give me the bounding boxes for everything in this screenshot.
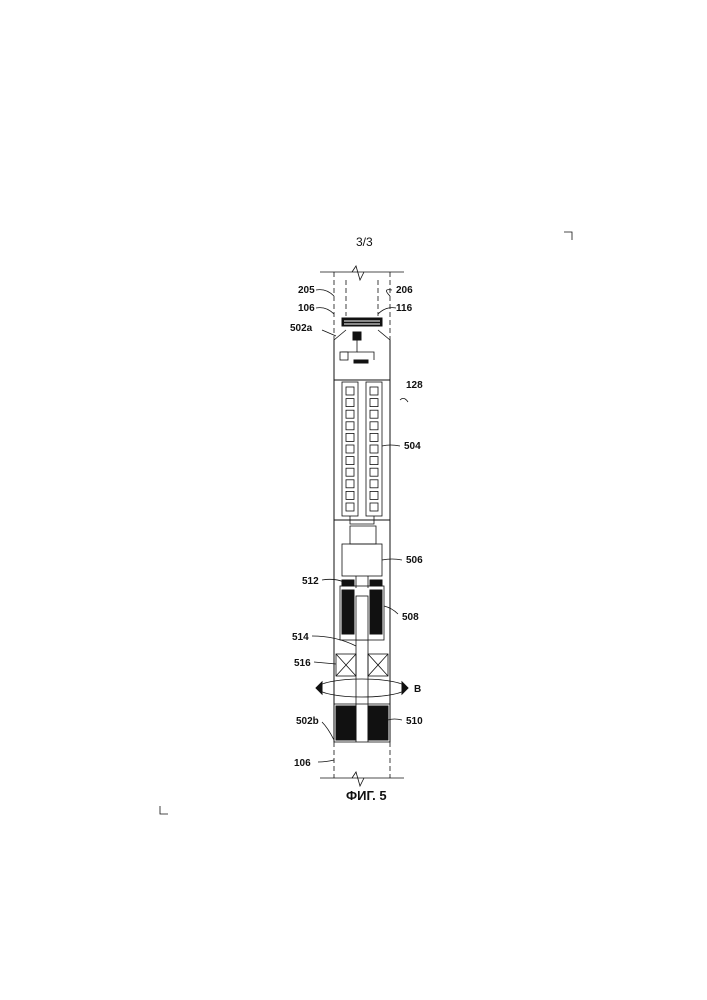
page-number: 3/3 bbox=[356, 235, 373, 249]
module-cell bbox=[370, 491, 378, 499]
label-116: 116 bbox=[396, 303, 413, 314]
bearings-516 bbox=[336, 654, 388, 676]
module-cells-right bbox=[370, 387, 378, 511]
module-cell bbox=[346, 468, 354, 476]
label-502a: 502a bbox=[290, 323, 313, 334]
label-508: 508 bbox=[402, 612, 419, 623]
module-cell bbox=[370, 422, 378, 430]
module-cell bbox=[346, 491, 354, 499]
label-510: 510 bbox=[406, 716, 423, 727]
module-cell bbox=[346, 399, 354, 407]
module-cell bbox=[346, 445, 354, 453]
rotation-arrow-B bbox=[316, 679, 408, 697]
module-cell bbox=[346, 422, 354, 430]
break-symbol-top bbox=[352, 266, 364, 280]
label-206: 206 bbox=[396, 285, 413, 296]
module-cell bbox=[346, 503, 354, 511]
figure-caption: ФИГ. 5 bbox=[346, 788, 387, 803]
spring-assembly-508 bbox=[340, 586, 384, 640]
module-cell bbox=[346, 387, 354, 395]
module-cell bbox=[346, 457, 354, 465]
label-504: 504 bbox=[404, 441, 421, 452]
corner-mark-top-right bbox=[564, 232, 572, 240]
module-cell bbox=[370, 503, 378, 511]
connector-116 bbox=[334, 318, 390, 363]
rotor-510 bbox=[334, 704, 390, 742]
module-cell bbox=[370, 433, 378, 441]
label-205: 205 bbox=[298, 285, 315, 296]
borehole-wall-lines bbox=[320, 272, 404, 778]
label-106-top: 106 bbox=[298, 303, 315, 314]
electronics-module-504 bbox=[342, 382, 382, 524]
corner-mark-bottom-left bbox=[160, 806, 168, 814]
module-cells-left bbox=[346, 387, 354, 511]
label-506: 506 bbox=[406, 555, 423, 566]
label-512: 512 bbox=[302, 576, 319, 587]
module-cell bbox=[346, 410, 354, 418]
module-cell bbox=[370, 468, 378, 476]
module-cell bbox=[370, 445, 378, 453]
module-cell bbox=[370, 457, 378, 465]
module-cell bbox=[370, 399, 378, 407]
break-symbol-bottom bbox=[352, 772, 364, 786]
module-cell bbox=[370, 480, 378, 488]
module-cell bbox=[370, 410, 378, 418]
label-514: 514 bbox=[292, 632, 309, 643]
module-cell bbox=[346, 480, 354, 488]
label-128: 128 bbox=[406, 380, 423, 391]
module-cell bbox=[370, 387, 378, 395]
block-506 bbox=[342, 526, 382, 576]
label-516: 516 bbox=[294, 658, 311, 669]
label-B: B bbox=[414, 684, 421, 695]
label-106-bottom: 106 bbox=[294, 758, 311, 769]
module-cell bbox=[346, 433, 354, 441]
label-502b: 502b bbox=[296, 716, 319, 727]
